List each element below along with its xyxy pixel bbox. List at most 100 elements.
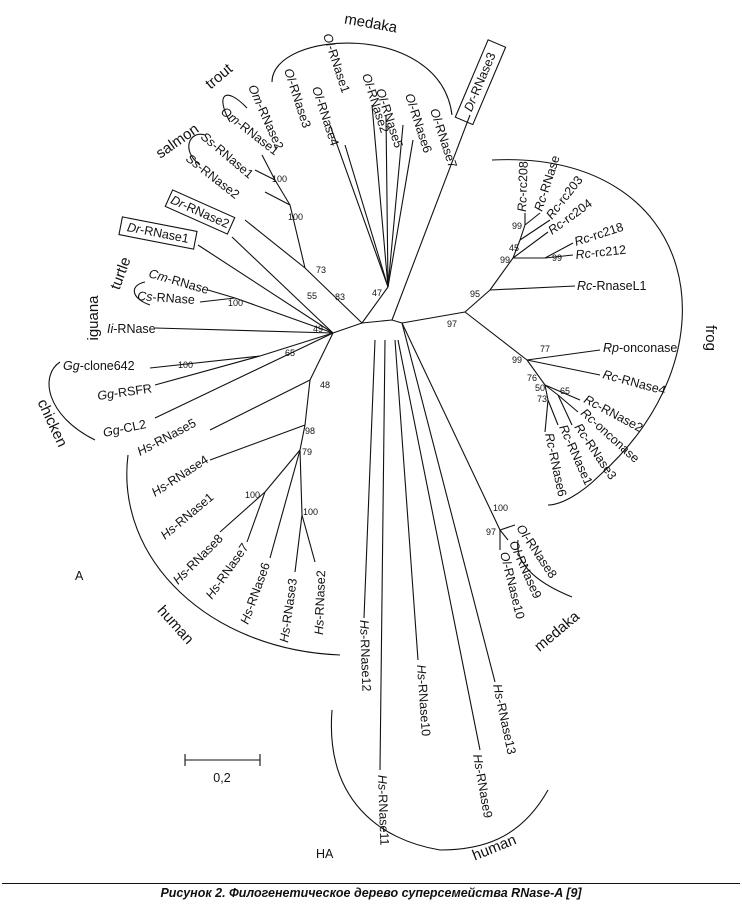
bootstrap-value: 79: [302, 447, 312, 457]
branch-rc-rnase1: [547, 399, 559, 426]
scale-bar-label: 0,2: [213, 771, 230, 785]
leaf-label: Hs-RNase12: [357, 620, 373, 692]
bootstrap-value: 100: [303, 507, 318, 517]
branch-rc-rnase2: [544, 384, 581, 401]
branch-om-rnase1: [254, 169, 276, 181]
branch-frog-99a: [489, 257, 514, 291]
branch-frog-76: [526, 359, 546, 386]
bracket-frog: [491, 159, 683, 506]
bracket-medaka-bottom: [517, 539, 573, 598]
leaf-label: Cs-RNase: [137, 289, 196, 307]
center-label: HA: [316, 847, 334, 861]
branch-om-rnase2: [261, 154, 276, 181]
caption-divider: [2, 883, 740, 884]
branch-rc-rnasel1: [489, 285, 576, 291]
bootstrap-value: 99: [512, 355, 522, 365]
bootstrap-value: 77: [540, 344, 550, 354]
box-dr-rnase2: [164, 189, 236, 235]
branch-frog-99b: [519, 224, 526, 241]
branch-core: [332, 319, 403, 334]
leaf-label: Rc-RNase4: [601, 367, 667, 397]
branch-rc-rc212: [544, 254, 574, 259]
bootstrap-value: 76: [527, 373, 537, 383]
bootstrap-value: 47: [372, 288, 382, 298]
leaf-labels: Ol-RNase1 Ol-RNase2 Ol-RNase3 Ol-RNase4 …: [63, 32, 677, 846]
phylogenetic-tree: 0,2 A HA medaka trout salmon turtle igua…: [34, 11, 719, 865]
branch-rc-rc204: [512, 231, 549, 259]
panel-label: A: [75, 569, 84, 583]
scale-bar: 0,2: [184, 754, 261, 785]
branch-hs-rnase9: [397, 339, 481, 751]
leaf-label: Ii-RNase: [107, 322, 156, 336]
leaf-label: Hs-RNase11: [375, 775, 391, 846]
branch-rc-rc203: [519, 219, 551, 241]
branch-medaka2-stem: [401, 322, 501, 531]
branch-turtle-stem: [234, 297, 334, 334]
leaf-label: Rc-rc208: [515, 161, 531, 212]
branch-hs-rnase6: [269, 449, 301, 559]
clade-medaka-top: medaka: [343, 11, 399, 37]
bootstrap-value: 100: [493, 503, 508, 513]
clade-turtle: turtle: [107, 255, 134, 292]
branch-rc-rnase6: [544, 399, 549, 433]
branch-ol-rnase5: [385, 114, 389, 288]
branch-rc-onconase: [557, 394, 579, 413]
branch-rp-onconase: [526, 349, 601, 361]
branch-frog-45: [512, 239, 521, 259]
bracket-salmon: [188, 133, 206, 166]
bootstrap-value: 49: [313, 324, 323, 334]
bootstrap-value: 98: [305, 426, 315, 436]
bootstrap-value: 100: [288, 212, 303, 222]
bracket-trout: [222, 94, 248, 123]
leaf-label: Hs-RNase9: [470, 753, 495, 819]
branch-hs-rnase5: [209, 379, 311, 431]
bootstrap-value: 45: [509, 243, 519, 253]
leaf-label: Hs-RNase13: [490, 683, 519, 756]
branch-dr-rnase3: [391, 114, 471, 321]
branch-ss-rnase1: [264, 191, 291, 206]
branch-ii-rnase: [154, 327, 334, 334]
tree-branches: [149, 104, 601, 771]
branch-human-79: [299, 424, 306, 451]
bootstrap-value: 100: [272, 174, 287, 184]
branch-ss-rnase2: [244, 219, 306, 269]
leaf-label: Gg-CL2: [102, 417, 148, 440]
branch-gg-cl2: [154, 332, 334, 419]
box-dr-rnase1: [118, 216, 198, 250]
branch-ol-rnase3: [329, 124, 389, 288]
bootstrap-value: 97: [447, 319, 457, 329]
leaf-label: Hs-RNase3: [277, 577, 300, 643]
branch-rc-rnase3: [557, 394, 573, 426]
branch-frog-73: [544, 384, 549, 401]
bootstrap-value: 65: [560, 386, 570, 396]
branch-rc-rnase: [524, 212, 541, 226]
bootstrap-value: 95: [470, 289, 480, 299]
leaf-label: Hs-RNase10: [414, 664, 433, 736]
branch-medaka-stem: [361, 286, 389, 324]
branch-frog-99d: [464, 311, 528, 361]
bootstrap-value: 100: [178, 360, 193, 370]
branch-rc-rc218: [544, 242, 574, 259]
bootstrap-value: 55: [307, 291, 317, 301]
bracket-human-bottom: [330, 709, 549, 851]
bootstrap-value: 83: [335, 292, 345, 302]
figure-caption: Рисунок 2. Филогенетическое дерево супер…: [160, 886, 582, 900]
clade-human-left: human: [154, 602, 197, 647]
bracket-chicken: [48, 361, 96, 441]
branch-hs-rnase8: [219, 491, 266, 533]
branch-cs-rnase: [199, 297, 236, 303]
box-dr-rnase3: [454, 39, 507, 126]
branch-gg-rsfr: [154, 355, 261, 386]
clade-frog: frog: [702, 325, 719, 351]
branch-hs-rnase1: [264, 449, 301, 493]
leaf-label: Rc-rc212: [575, 243, 627, 262]
branch-hs-rnase4: [209, 424, 306, 461]
leaf-label: Ol-RNase4: [309, 85, 341, 148]
clade-brackets: [48, 42, 683, 851]
branch-hs-rnase10: [394, 339, 419, 661]
bootstrap-value: 48: [320, 380, 330, 390]
leaf-label: Hs-RNase4: [149, 453, 211, 500]
leaf-label: Gg-RSFR: [96, 381, 152, 403]
branch-hs-rnase11: [379, 339, 386, 771]
